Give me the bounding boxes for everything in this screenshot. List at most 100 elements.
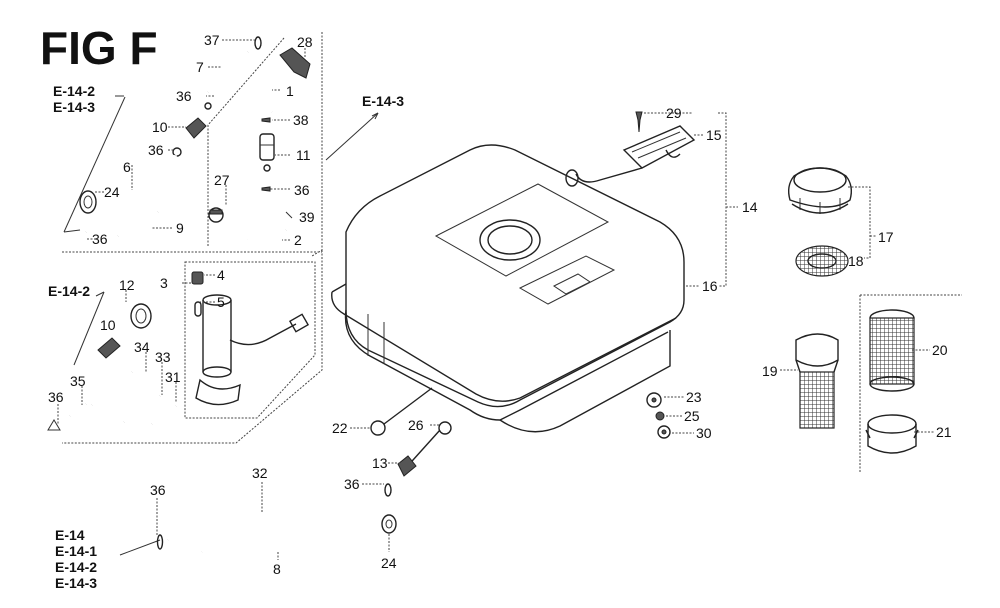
callout-18: 18	[848, 253, 864, 269]
callout-32: 32	[252, 465, 268, 481]
part-clip-36-bottom	[156, 534, 164, 550]
callout-35: 35	[70, 373, 86, 389]
callout-30: 30	[696, 425, 712, 441]
part-strainer-19	[795, 333, 839, 429]
leader-lines	[57, 39, 934, 560]
callout-36: 36	[150, 482, 166, 498]
strainer-panel-outline	[859, 294, 962, 472]
callout-36: 36	[92, 231, 108, 247]
callout-16: 16	[702, 278, 718, 294]
callout-31: 31	[165, 369, 181, 385]
ref-pump-panel: E-14-2	[48, 283, 90, 299]
ref-tank-arrow: E-14-3	[362, 93, 404, 109]
callout-36: 36	[148, 142, 164, 158]
callout-36: 36	[294, 182, 310, 198]
callout-3: 3	[160, 275, 168, 291]
part-gasket-18	[795, 245, 849, 277]
ref-bottom-left-3: E-14-2	[55, 559, 97, 575]
part-fuel-filter-11	[259, 133, 275, 172]
callout-7: 7	[196, 59, 204, 75]
part-cap-4	[191, 271, 204, 285]
callout-11: 11	[296, 147, 311, 163]
callout-25: 25	[684, 408, 700, 424]
part-hose-7	[205, 49, 250, 94]
part-grommet-24-lower	[381, 514, 397, 534]
callout-28: 28	[297, 34, 313, 50]
part-nut-30	[657, 425, 671, 439]
callout-10: 10	[100, 317, 116, 333]
part-grommet-24-upper	[79, 190, 97, 214]
callout-6: 6	[123, 159, 131, 175]
part-drain-13	[397, 429, 441, 477]
part-clip-36-lower-left	[47, 419, 61, 431]
reference-lines	[63, 95, 379, 556]
callout-20: 20	[932, 342, 948, 358]
callout-36: 36	[176, 88, 192, 104]
ref-bottom-left-1: E-14	[55, 527, 85, 543]
part-fuel-pump	[195, 294, 310, 406]
callout-12: 12	[119, 277, 135, 293]
part-bolt-22	[370, 387, 433, 436]
callout-36: 36	[48, 389, 64, 405]
callout-9: 9	[176, 220, 184, 236]
callout-13: 13	[372, 455, 388, 471]
figure-title: FIG F	[40, 22, 158, 74]
fuel-tank-16	[331, 144, 685, 433]
part-tube-35	[68, 401, 88, 419]
part-hose-1	[241, 80, 275, 241]
ref-bottom-left-4: E-14-3	[55, 575, 97, 591]
callout-17: 17	[878, 229, 894, 245]
part-grommet-12	[130, 303, 152, 329]
part-hose-8	[200, 533, 323, 557]
ref-bottom-left-2: E-14-1	[55, 543, 97, 559]
part-oring-5	[194, 301, 202, 317]
callout-14: 14	[742, 199, 758, 215]
callout-2: 2	[294, 232, 302, 248]
part-clip-36-drain	[384, 483, 392, 497]
part-hose-6	[84, 154, 177, 235]
callout-15: 15	[706, 127, 722, 143]
callout-24: 24	[381, 555, 397, 571]
part-clamp-27	[208, 207, 224, 223]
callout-34: 34	[134, 339, 150, 355]
part-fuel-gauge-15	[565, 125, 696, 187]
part-screw-29	[635, 111, 643, 133]
part-clip-28	[279, 47, 311, 79]
callout-8: 8	[273, 561, 281, 577]
callout-21: 21	[936, 424, 952, 440]
callout-4: 4	[217, 267, 225, 283]
callout-39: 39	[299, 209, 315, 225]
part-washer-23	[646, 392, 662, 408]
callout-22: 22	[332, 420, 348, 436]
callout-38: 38	[293, 112, 309, 128]
part-tube-34	[90, 369, 134, 408]
part-clip-38	[261, 117, 271, 123]
callout-24: 24	[104, 184, 120, 200]
part-fuel-cock-10-lower	[97, 337, 121, 359]
pump-panel-outline	[62, 250, 323, 444]
part-clip-37	[254, 36, 262, 50]
callout-26: 26	[408, 417, 424, 433]
part-tube-9	[115, 208, 161, 240]
callout-19: 19	[762, 363, 778, 379]
callout-1: 1	[286, 83, 294, 99]
part-hose-32	[166, 493, 389, 544]
part-strainer-20	[869, 309, 915, 392]
callout-10: 10	[152, 119, 168, 135]
part-fuel-cock-10-upper	[185, 102, 212, 139]
callout-23: 23	[686, 389, 702, 405]
ref-top-left-1: E-14-2	[53, 83, 95, 99]
part-nut-25	[655, 411, 665, 421]
part-hose-2	[263, 202, 288, 242]
callout-36: 36	[344, 476, 360, 492]
part-clip-39	[285, 211, 293, 219]
part-strainer-21	[865, 414, 919, 454]
part-clip-36-upper	[261, 186, 271, 192]
callout-29: 29	[666, 105, 682, 121]
callout-37: 37	[204, 32, 220, 48]
callout-5: 5	[217, 294, 225, 310]
ref-top-left-2: E-14-3	[53, 99, 95, 115]
part-tube-33	[122, 393, 162, 425]
part-washer-26	[438, 421, 452, 435]
